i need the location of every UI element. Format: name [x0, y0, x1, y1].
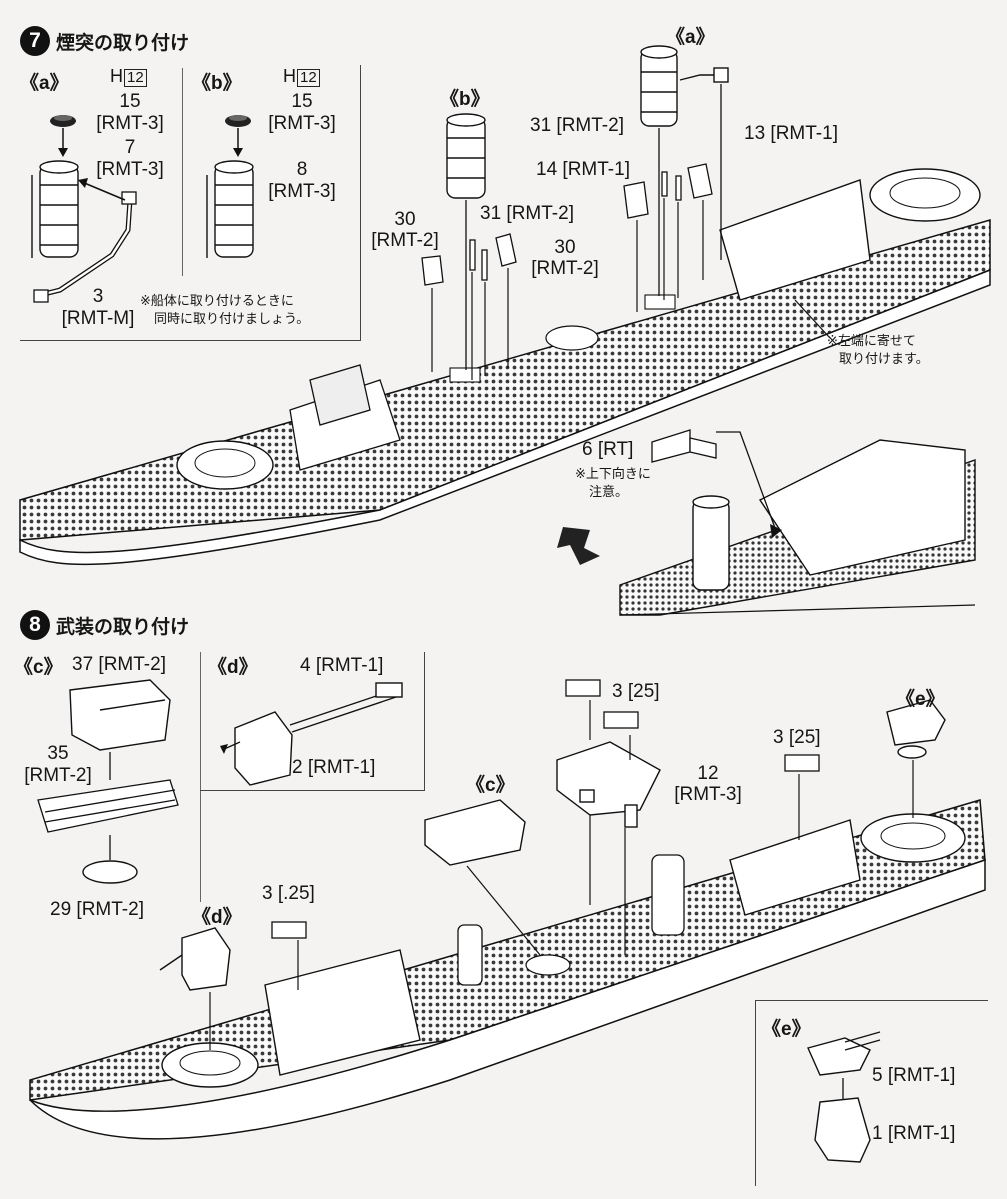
note-hull-line-2: 同時に取り付けましょう。 [154, 310, 310, 326]
mount-base-c [82, 860, 138, 884]
note-left-edge: ※左端に寄せて 取り付けます。 [827, 332, 929, 367]
funnel-cap-b [225, 115, 251, 127]
subassembly-a-label: 《a》 [20, 73, 69, 94]
sprue-letter: H [110, 66, 123, 86]
sprue-number: 12 [124, 69, 147, 87]
step7-parts-box [20, 65, 361, 341]
small-parts-step7 [421, 163, 713, 286]
sprue-letter: H [283, 66, 296, 86]
part-29: 29 [RMT-2] [50, 899, 144, 920]
detail-e-box [755, 1000, 988, 1186]
part-3-25-left: 3 [.25] [262, 883, 315, 904]
leader-lines-step7 [431, 198, 831, 380]
funnel-b-placement [446, 113, 486, 199]
part-30-right: 30 [RMT-2] [520, 237, 610, 280]
part-30-right-no: 30 [554, 237, 576, 258]
sprue-number: 12 [297, 69, 320, 87]
subassembly-d-label: 《d》 [208, 657, 258, 678]
part-6: 6 [RT] [582, 439, 634, 460]
step8-header: 8 武装の取り付け [20, 610, 189, 640]
part-1: 1 [RMT-1] [872, 1123, 956, 1144]
diagram-c-label: 《c》 [466, 775, 515, 796]
twin-gun-e [807, 1031, 881, 1076]
funnel-cap-a [50, 115, 76, 127]
note-hull-attach: ※船体に取り付けるときに 同時に取り付けましょう。 [140, 292, 309, 327]
part-3-a: 3 [92, 286, 104, 307]
diagram-b-label: 《b》 [440, 89, 490, 110]
part-15-b: 15 [291, 91, 313, 112]
part-3-25-top: 3 [25] [612, 681, 660, 702]
part-35: 35 [47, 743, 69, 764]
note-orientation-line-1: ※上下向きに [575, 466, 651, 481]
part-31-mid: 31 [RMT-2] [480, 203, 574, 224]
diagram-a-label: 《a》 [666, 27, 715, 48]
part-31-top: 31 [RMT-2] [530, 115, 624, 136]
note-left-edge-line-2: 取り付けます。 [839, 350, 929, 366]
step8-d-box [200, 652, 425, 791]
step7-number: 7 [20, 26, 50, 56]
step7-title: 煙突の取り付け [56, 32, 190, 54]
part-7-a: 7 [124, 137, 136, 158]
part-15-b-code: [RMT-3] [268, 113, 336, 134]
leader-lines-step8 [209, 700, 914, 1050]
diagram-d-label: 《d》 [192, 907, 242, 928]
part-35-code: [RMT-2] [24, 765, 92, 786]
note-left-edge-line-1: ※左端に寄せて [827, 333, 916, 348]
part-7-a-code: [RMT-3] [96, 159, 164, 180]
part-30-left-code: [RMT-2] [371, 229, 439, 251]
step7-divider [182, 68, 183, 276]
detail-e-label: 《e》 [762, 1019, 811, 1040]
note-hull-line-1: ※船体に取り付けるときに [140, 293, 294, 308]
part-13: 13 [RMT-1] [744, 123, 838, 144]
part-15-a-code: [RMT-3] [96, 113, 164, 134]
note-orientation-line-2: 注意。 [589, 483, 629, 499]
torpedo-tubes-c [37, 779, 179, 833]
part-4: 4 [RMT-1] [300, 655, 384, 676]
aa-guns-step8 [271, 679, 820, 939]
part-30-left-no: 30 [394, 209, 416, 230]
funnel-a [31, 160, 79, 258]
part-37: 37 [RMT-2] [72, 654, 166, 675]
part-14: 14 [RMT-1] [536, 159, 630, 180]
mounts-step8 [159, 699, 946, 991]
note-orientation: ※上下向きに 注意。 [575, 465, 651, 500]
part-5: 5 [RMT-1] [872, 1065, 956, 1086]
part-2: 2 [RMT-1] [292, 757, 376, 778]
funnel-b [206, 160, 254, 258]
step8-number: 8 [20, 610, 50, 640]
part-8-b-code: [RMT-3] [268, 181, 336, 202]
part-3-a-code: [RMT-M] [61, 308, 135, 329]
part-12: 12 [RMT-3] [660, 763, 756, 806]
hull-step7 [19, 168, 991, 566]
part-3-25-right: 3 [25] [773, 727, 821, 748]
gun-base-e [814, 1097, 871, 1163]
part-30-right-code: [RMT-2] [531, 257, 599, 279]
gun-d [234, 682, 403, 786]
zoom-detail [557, 429, 976, 616]
diagram-e-label: 《e》 [896, 689, 945, 710]
step7-header: 7 煙突の取り付け [20, 26, 189, 56]
turret-c [69, 679, 171, 751]
part-30-left: 30 [RMT-2] [360, 209, 450, 252]
part-12-no: 12 [697, 763, 719, 784]
funnel-a-placement [640, 45, 729, 127]
subassembly-c-label: 《c》 [14, 657, 63, 678]
hull-step8 [29, 799, 986, 1140]
part-8-b: 8 [296, 159, 308, 180]
subassembly-b-label: 《b》 [192, 73, 242, 94]
part-15-a: 15 [119, 91, 141, 112]
step8-divider [200, 652, 201, 902]
part-12-code: [RMT-3] [674, 783, 742, 805]
step8-title: 武装の取り付け [56, 616, 190, 638]
